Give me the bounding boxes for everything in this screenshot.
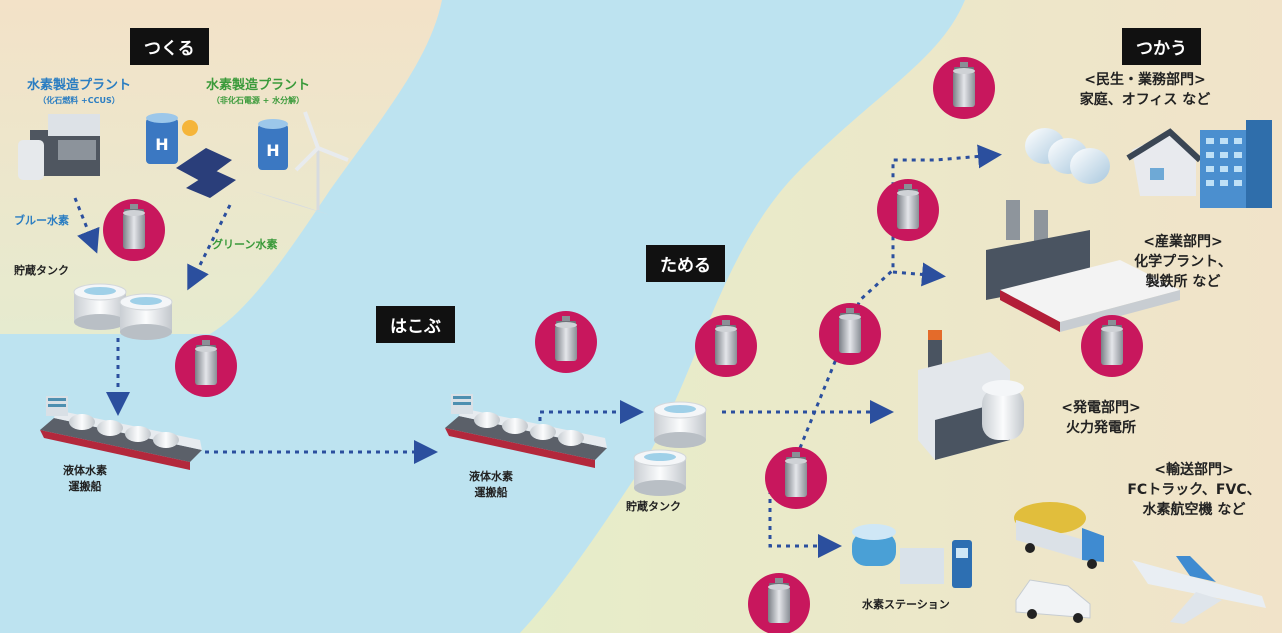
- vehicles-illustration: [1014, 502, 1266, 624]
- storage-tank-icon: [653, 401, 707, 449]
- plant-fossil-subtitle: （化石燃料 +CCUS）: [38, 96, 120, 105]
- ship-2-label-line1: 液体水素: [469, 470, 513, 483]
- power-sector-desc: 火力発電所: [1066, 420, 1136, 436]
- residential-sector-desc: 家庭、オフィス など: [1079, 92, 1211, 108]
- svg-text:H: H: [266, 141, 279, 160]
- svg-text:H: H: [155, 135, 168, 154]
- step-store-tag: ためる: [646, 245, 725, 282]
- residential-sector-title: <民生・業務部門>: [1084, 72, 1206, 88]
- valve-pin-icon: [175, 335, 237, 397]
- h2-station-illustration: [852, 524, 972, 588]
- renewable-plant-solar-illustration: H: [146, 113, 236, 198]
- step-carry-tag: はこぶ: [376, 306, 455, 343]
- valve-pin-icon: [877, 179, 939, 241]
- power-sector-title: <発電部門>: [1061, 400, 1141, 416]
- ship-2-label-line2: 運搬船: [474, 486, 508, 499]
- valve-pin-icon: [695, 315, 757, 377]
- factory-illustration: [986, 200, 1180, 332]
- renewable-plant-wind-illustration: H: [250, 111, 349, 215]
- transport-sector-title: <輸送部門>: [1154, 462, 1234, 478]
- valve-pin-icon: [535, 311, 597, 373]
- valve-pin-icon: [819, 303, 881, 365]
- h2-station-label: 水素ステーション: [862, 598, 950, 611]
- plant-fossil-title: 水素製造プラント: [26, 78, 131, 93]
- step-use-tag: つかう: [1122, 28, 1201, 65]
- valve-pin-icon: [103, 199, 165, 261]
- blue-hydrogen-label: ブルー水素: [14, 214, 69, 227]
- green-hydrogen-label: グリーン水素: [212, 238, 278, 251]
- valve-pin-icon: [1081, 315, 1143, 377]
- storage-tank-icon: [119, 293, 173, 341]
- valve-pin-icon: [748, 573, 810, 633]
- fossil-plant-illustration: [18, 114, 100, 180]
- valve-pin-icon: [765, 447, 827, 509]
- power-plant-illustration: [918, 330, 1024, 460]
- ship-1-label-line2: 運搬船: [68, 480, 102, 493]
- transport-sector-desc-1: FCトラック、FVC、: [1127, 482, 1261, 498]
- industrial-sector-desc-2: 製鉄所 など: [1145, 274, 1221, 290]
- storage-tank-label-middle: 貯蔵タンク: [626, 500, 681, 513]
- ship-1-label-line1: 液体水素: [63, 464, 107, 477]
- valve-pin-icon: [933, 57, 995, 119]
- plant-renewable-title: 水素製造プラント: [205, 78, 310, 93]
- storage-tank-icon: [633, 449, 687, 497]
- storage-tank-label-left: 貯蔵タンク: [14, 264, 69, 277]
- transport-sector-desc-2: 水素航空機 など: [1142, 502, 1246, 518]
- industrial-sector-title: <産業部門>: [1143, 234, 1223, 250]
- industrial-sector-desc-1: 化学プラント、: [1134, 254, 1232, 270]
- residential-illustration: [1025, 120, 1272, 208]
- storage-tank-icon: [73, 283, 127, 331]
- step-make-tag: つくる: [130, 28, 209, 65]
- plant-renewable-subtitle: （非化石電源 + 水分解）: [211, 96, 305, 105]
